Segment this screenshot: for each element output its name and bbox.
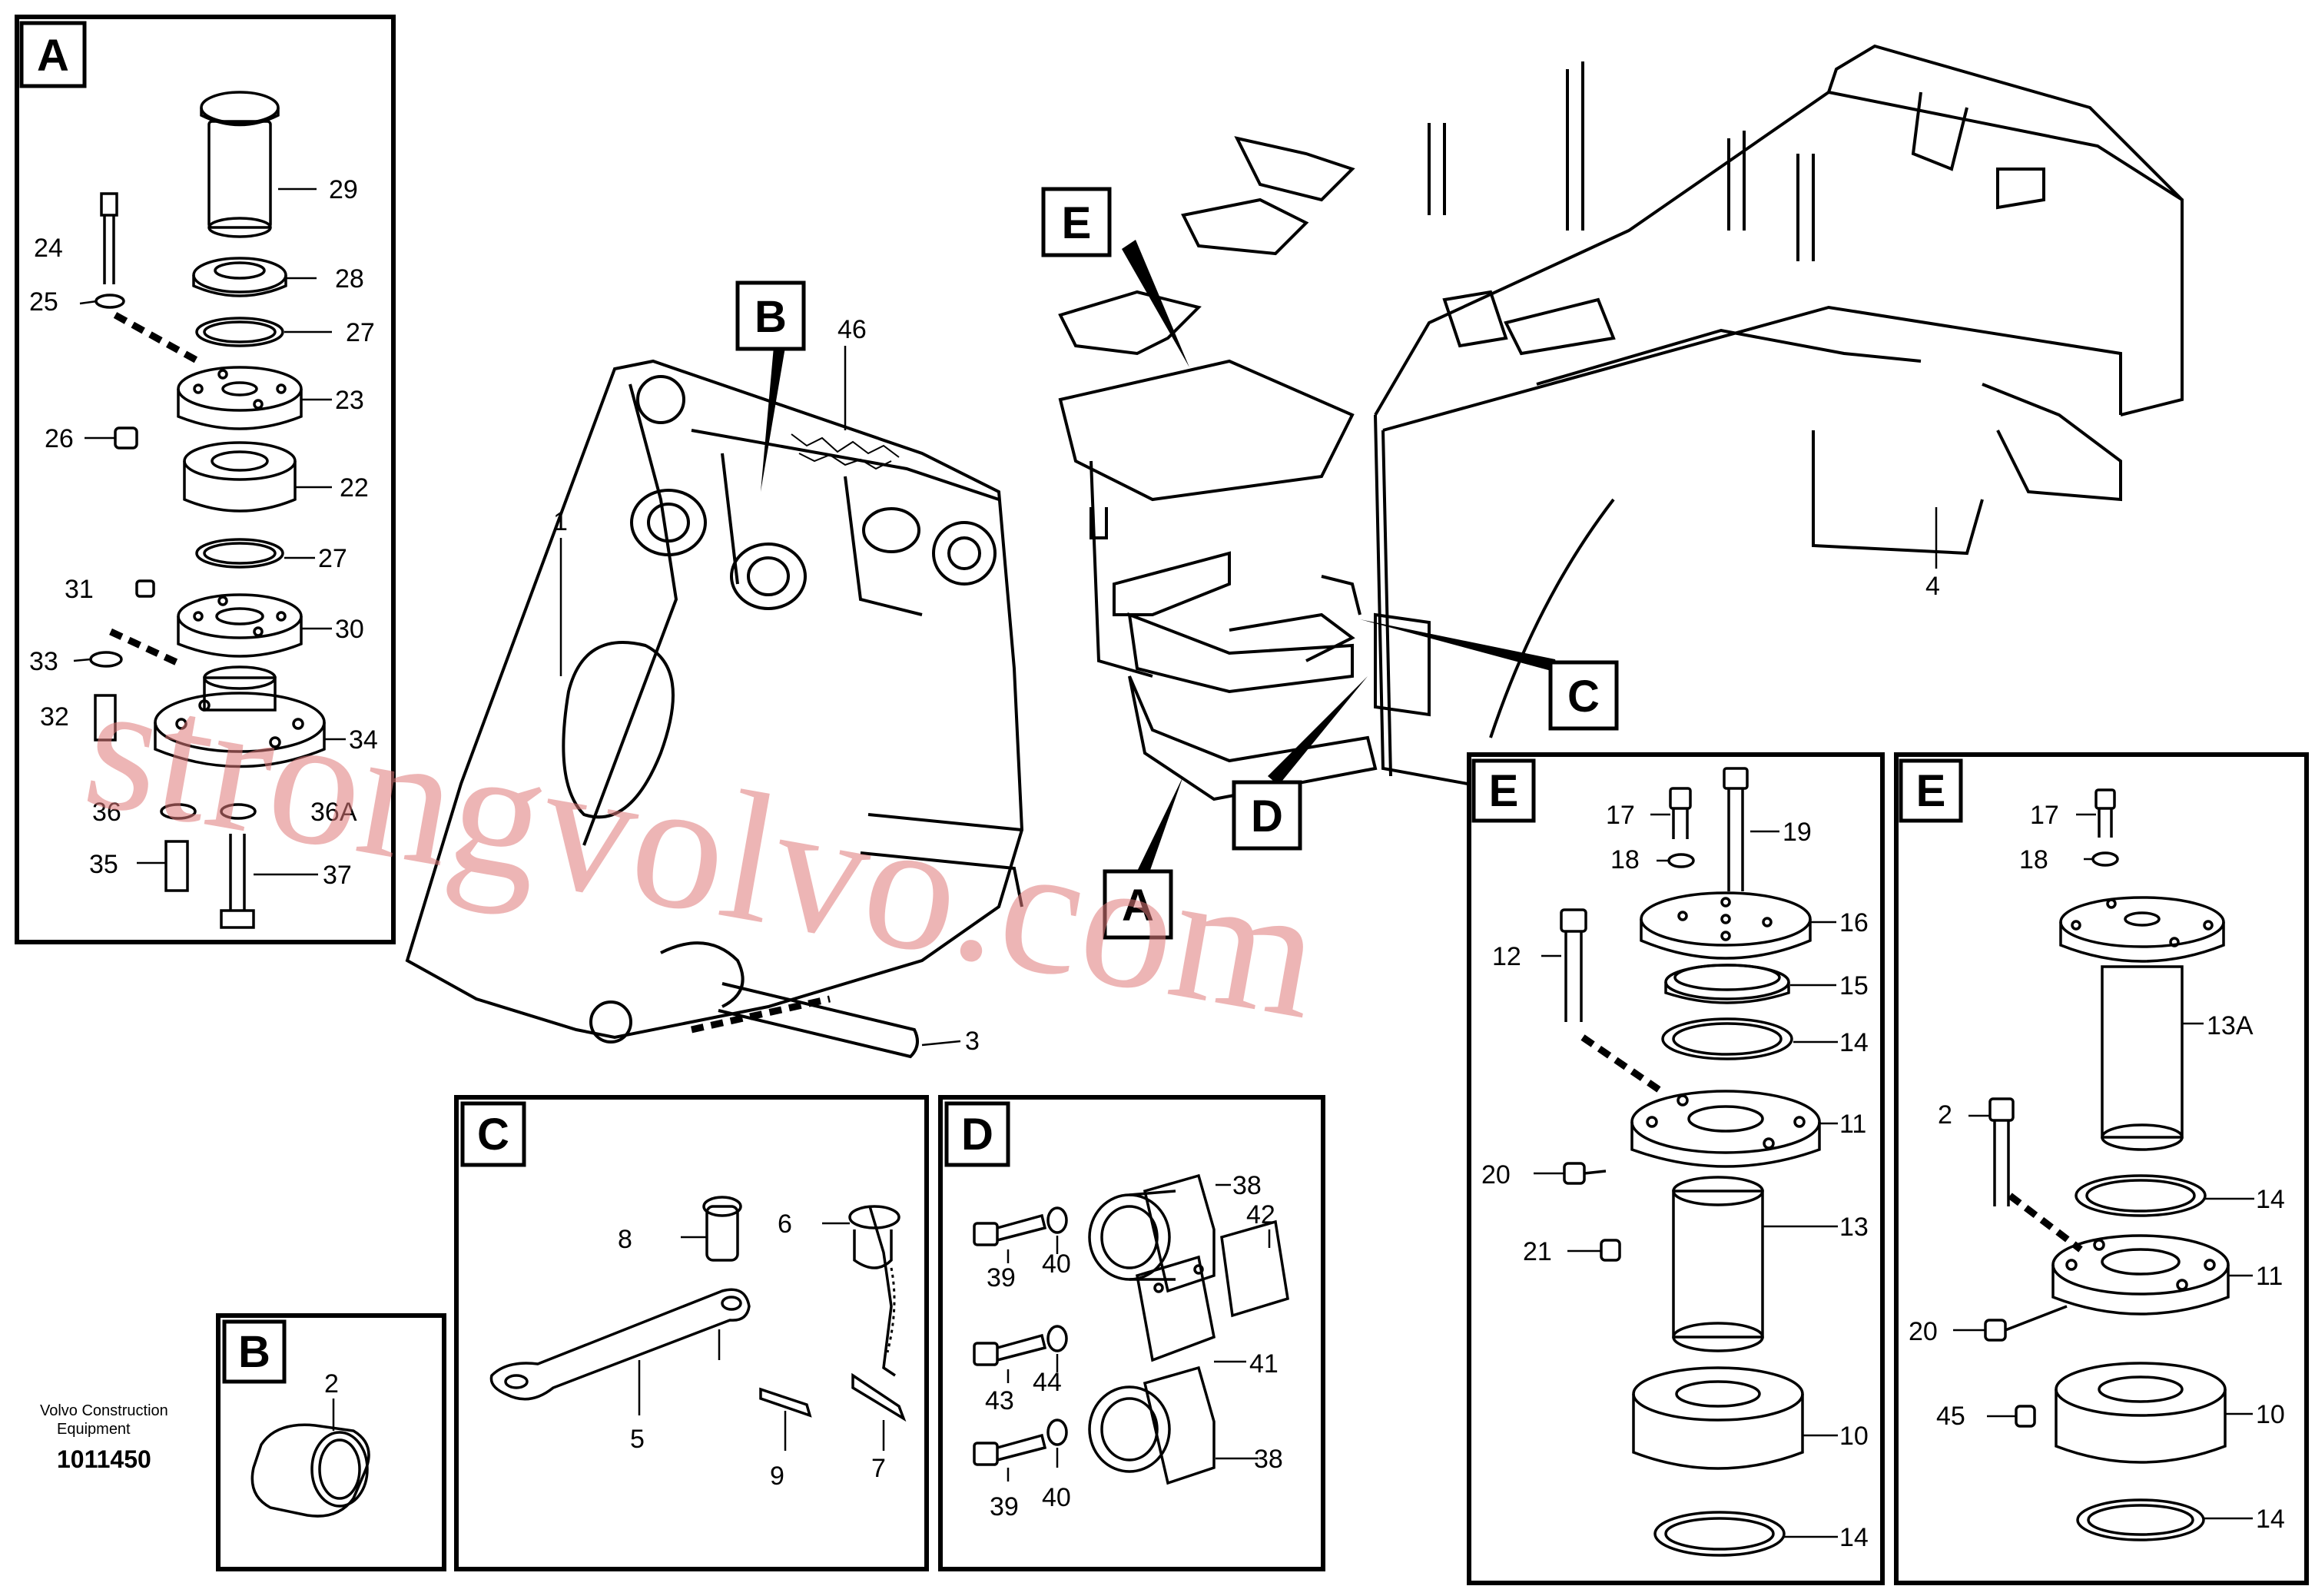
label-33: 33 xyxy=(29,647,58,676)
label-d-38: 38 xyxy=(1232,1171,1262,1200)
callout-d-box: D xyxy=(1232,780,1302,851)
label-e2-45: 45 xyxy=(1936,1402,1965,1431)
label-3: 3 xyxy=(965,1027,980,1056)
label-d-44: 44 xyxy=(1033,1368,1062,1397)
panel-e2-letter: E xyxy=(1916,766,1946,816)
label-e1-10: 10 xyxy=(1839,1422,1869,1451)
callout-d-letter: D xyxy=(1251,791,1283,841)
maker-line1: Volvo Construction xyxy=(40,1402,168,1419)
maker-block: Volvo Construction Equipment 1011450 xyxy=(40,1402,168,1473)
label-1: 1 xyxy=(553,507,568,536)
label-d-42: 42 xyxy=(1246,1200,1275,1229)
label-e1-20: 20 xyxy=(1481,1160,1511,1190)
maker-line2: Equipment xyxy=(57,1421,131,1438)
label-d-41: 41 xyxy=(1249,1349,1279,1379)
label-d-39-lower: 39 xyxy=(990,1492,1019,1521)
label-d-40: 40 xyxy=(1042,1249,1071,1279)
label-c-5: 5 xyxy=(630,1425,645,1454)
label-c-8: 8 xyxy=(618,1225,632,1254)
label-e2-11: 11 xyxy=(2256,1262,2283,1291)
drawing-number: 1011450 xyxy=(57,1445,151,1473)
label-22: 22 xyxy=(340,473,369,503)
label-25: 25 xyxy=(29,287,58,317)
label-c-9: 9 xyxy=(770,1462,784,1491)
label-37: 37 xyxy=(323,861,352,890)
label-e2-10: 10 xyxy=(2256,1400,2285,1429)
label-32: 32 xyxy=(40,702,69,732)
label-e1-21: 21 xyxy=(1523,1237,1552,1266)
panel-e2: E xyxy=(1894,752,2309,1585)
label-d-40-lower: 40 xyxy=(1042,1483,1071,1512)
label-e2-20: 20 xyxy=(1909,1317,1938,1346)
panel-c: C 8 6 5 9 7 xyxy=(454,1095,929,1571)
label-c-7: 7 xyxy=(871,1454,886,1483)
label-27: 27 xyxy=(346,318,375,347)
label-e2-13a: 13A xyxy=(2207,1011,2254,1040)
callout-pointers xyxy=(761,240,1560,890)
label-d-38-lower: 38 xyxy=(1254,1445,1283,1474)
callout-a-letter: A xyxy=(1122,881,1154,931)
callout-b-box: B xyxy=(735,280,806,351)
label-28: 28 xyxy=(335,264,364,294)
label-34: 34 xyxy=(349,725,378,755)
panel-e1-letter: E xyxy=(1489,766,1519,816)
label-27-lower: 27 xyxy=(318,544,347,573)
callout-c-box: C xyxy=(1548,660,1619,731)
callout-b-letter: B xyxy=(755,292,787,342)
label-e2-17: 17 xyxy=(2030,801,2059,830)
label-e2-14: 14 xyxy=(2256,1185,2285,1214)
label-46: 46 xyxy=(837,315,867,344)
label-4: 4 xyxy=(1925,572,1940,601)
label-e2-18: 18 xyxy=(2019,845,2048,874)
label-36: 36 xyxy=(92,798,121,827)
callout-a-box: A xyxy=(1103,869,1173,940)
label-29: 29 xyxy=(329,175,358,204)
main-assembly xyxy=(405,44,2184,1059)
panel-e1: E xyxy=(1467,752,1885,1585)
label-b-2: 2 xyxy=(324,1369,339,1399)
panel-b-letter: B xyxy=(238,1327,270,1377)
callout-e-box: E xyxy=(1041,187,1112,257)
label-e1-13: 13 xyxy=(1839,1213,1869,1242)
label-23: 23 xyxy=(335,386,364,415)
label-31: 31 xyxy=(65,575,94,604)
panel-b: B 2 xyxy=(216,1313,446,1571)
label-24: 24 xyxy=(34,234,63,263)
panel-d: D xyxy=(938,1095,1325,1571)
label-c-6: 6 xyxy=(778,1209,792,1239)
label-e1-19: 19 xyxy=(1783,818,1812,847)
panel-d-letter: D xyxy=(961,1110,993,1160)
label-e1-14-lower: 14 xyxy=(1839,1523,1869,1552)
panel-a: A xyxy=(15,15,396,944)
label-d-43: 43 xyxy=(985,1386,1014,1415)
panel-c-letter: C xyxy=(477,1110,509,1160)
label-e1-14: 14 xyxy=(1839,1028,1869,1057)
label-d-39: 39 xyxy=(987,1263,1016,1292)
label-30: 30 xyxy=(335,615,364,644)
label-35: 35 xyxy=(89,850,118,879)
label-e1-12: 12 xyxy=(1492,942,1521,971)
label-e1-16: 16 xyxy=(1839,908,1869,937)
callout-c-letter: C xyxy=(1567,672,1600,722)
label-e1-17: 17 xyxy=(1606,801,1635,830)
label-e2-14-lower: 14 xyxy=(2256,1505,2285,1534)
label-e1-11: 11 xyxy=(1839,1110,1866,1139)
label-e2-2: 2 xyxy=(1938,1100,1952,1130)
label-e1-18: 18 xyxy=(1610,845,1640,874)
callout-e-letter: E xyxy=(1062,198,1092,248)
panel-a-letter: A xyxy=(37,31,69,81)
label-36a: 36A xyxy=(310,798,357,827)
label-e1-15: 15 xyxy=(1839,971,1869,1000)
label-26: 26 xyxy=(45,424,74,453)
